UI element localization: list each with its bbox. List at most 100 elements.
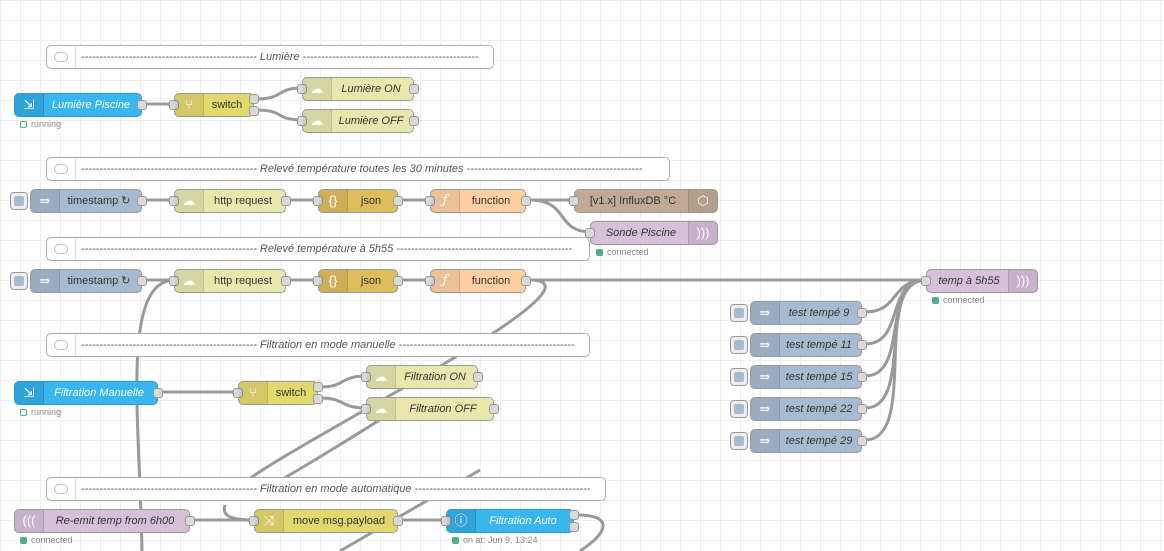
output-port[interactable] [857,372,867,382]
output-port[interactable] [857,340,867,350]
inject-node-test-tempe-15[interactable]: ⇛ test tempé 15 [730,365,867,389]
status-lumiere-piscine: running [20,119,61,129]
influxdb-node[interactable]: [v1.x] InfluxDB °C ⬡ [569,189,718,213]
input-port[interactable] [441,516,451,526]
inject-arrow-icon: ⇛ [751,366,780,388]
function-node-1[interactable]: ƒ function [425,189,531,213]
switch-node-filtration[interactable]: ⑂ switch [233,381,323,405]
output-port-1[interactable] [569,510,579,520]
output-port[interactable] [393,196,403,206]
input-port[interactable] [569,196,579,206]
inject-button[interactable] [730,304,748,322]
inject-node-timestamp-1[interactable]: ⇛ timestamp ↻ [10,189,147,213]
input-port[interactable] [585,228,595,238]
output-port[interactable] [393,516,403,526]
output-port-1[interactable] [249,94,259,104]
link-out-node-temp-5h55[interactable]: temp à 5h55 ))) [921,269,1038,293]
input-port[interactable] [233,388,243,398]
link-out-node-sonde-piscine[interactable]: Sonde Piscine ))) [585,221,718,245]
output-port[interactable] [473,372,483,382]
output-port[interactable] [137,276,147,286]
input-port[interactable] [921,276,931,286]
function-node-2[interactable]: ƒ function [425,269,531,293]
input-port[interactable] [313,196,323,206]
comment-icon [47,158,76,180]
inject-node-test-tempe-22[interactable]: ⇛ test tempé 22 [730,397,867,421]
input-port[interactable] [169,196,179,206]
inject-node-test-tempe-9[interactable]: ⇛ test tempé 9 [730,301,867,325]
comment-releve-30min[interactable]: ----------------------------------------… [46,157,670,181]
switch-node-lumiere[interactable]: ⑂ switch [169,93,259,117]
inject-node-test-tempe-29[interactable]: ⇛ test tempé 29 [730,429,867,453]
output-port[interactable] [137,196,147,206]
comment-releve-5h55[interactable]: ----------------------------------------… [46,237,590,261]
output-port-2[interactable] [249,106,259,116]
output-port[interactable] [281,196,291,206]
wire [864,278,927,442]
status-filtration-auto: on at: Jun 9, 13:24 [452,535,538,545]
input-port[interactable] [297,116,307,126]
comment-lumiere[interactable]: ----------------------------------------… [46,45,494,69]
output-port-2[interactable] [569,522,579,532]
output-port[interactable] [409,84,419,94]
comment-filtration-manuelle[interactable]: ----------------------------------------… [46,333,590,357]
switch-icon: ⑂ [239,382,268,404]
input-port[interactable] [169,276,179,286]
output-port[interactable] [521,196,531,206]
comment-text: ----------------------------------------… [81,339,575,351]
link-in-node-reemit-temp[interactable]: ((( Re-emit temp from 6h00 [14,509,195,533]
output-port[interactable] [153,388,163,398]
output-port[interactable] [409,116,419,126]
mqtt-in-node-filtration-manuelle[interactable]: ⇲ Filtration Manuelle [14,381,163,405]
inject-node-timestamp-2[interactable]: ⇛ timestamp ↻ [10,269,147,293]
status-dot-icon [20,537,27,544]
input-port[interactable] [249,516,259,526]
input-port[interactable] [425,196,435,206]
inject-button[interactable] [10,192,28,210]
mqtt-in-node-lumiere-piscine[interactable]: ⇲ Lumière Piscine [14,93,147,117]
status-text: connected [31,535,73,545]
output-port[interactable] [489,404,499,414]
comment-text: ----------------------------------------… [81,163,643,175]
node-label: function [471,195,511,207]
comment-icon [47,46,76,68]
node-label: switch [211,99,243,111]
input-port[interactable] [169,100,179,110]
input-port[interactable] [361,372,371,382]
comment-filtration-auto[interactable]: ----------------------------------------… [46,477,606,501]
inject-button[interactable] [730,368,748,386]
inject-button[interactable] [730,400,748,418]
output-port[interactable] [857,436,867,446]
output-port-1[interactable] [313,382,323,392]
mqtt-out-node-filtration-off[interactable]: ☁ Filtration OFF [361,397,499,421]
function-f-icon: ƒ [431,270,460,292]
json-node-1[interactable]: {} json [313,189,403,213]
input-port[interactable] [297,84,307,94]
status-dot-icon [452,537,459,544]
output-port-2[interactable] [313,394,323,404]
json-node-2[interactable]: {} json [313,269,403,293]
output-port[interactable] [857,308,867,318]
wire [320,374,367,389]
output-port[interactable] [393,276,403,286]
output-port[interactable] [137,100,147,110]
mqtt-out-node-lumiere-off[interactable]: ☁ Lumière OFF [297,109,419,133]
function-node-filtration-auto[interactable]: ⓘ Filtration Auto [441,509,579,533]
http-request-node-2[interactable]: ☁ http request [169,269,291,293]
mqtt-out-node-lumiere-on[interactable]: ☁ Lumière ON [297,77,419,101]
input-port[interactable] [361,404,371,414]
inject-button[interactable] [730,432,748,450]
inject-button[interactable] [10,272,28,290]
mqtt-out-node-filtration-on[interactable]: ☁ Filtration ON [361,365,483,389]
change-node-move-payload[interactable]: ⤨ move msg.payload [249,509,403,533]
output-port[interactable] [857,404,867,414]
inject-button[interactable] [730,336,748,354]
input-port[interactable] [313,276,323,286]
output-port[interactable] [281,276,291,286]
inject-node-test-tempe-11[interactable]: ⇛ test tempé 11 [730,333,867,357]
output-port[interactable] [521,276,531,286]
http-request-node-1[interactable]: ☁ http request [169,189,291,213]
input-port[interactable] [425,276,435,286]
output-port[interactable] [185,516,195,526]
